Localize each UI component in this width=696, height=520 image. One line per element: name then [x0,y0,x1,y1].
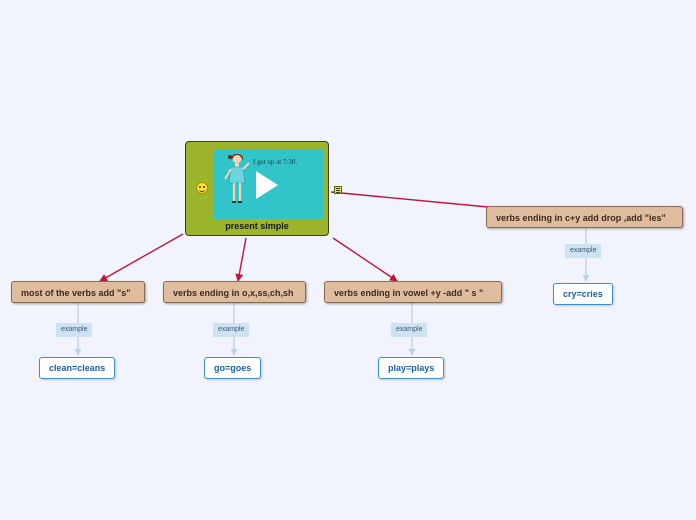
topic-verbs-add-s[interactable]: most of the verbs add "s" [11,281,145,303]
relation-label-text: example [570,247,597,254]
topic-verbs-ending-o-x-ss-ch-sh[interactable]: verbs ending in o,x,ss,ch,sh [163,281,306,303]
topic-verbs-ending-vowel-y[interactable]: verbs ending in vowel +y -add " s " [324,281,502,303]
topic-verbs-ending-c-y[interactable]: verbs ending in c+y add drop ,add "ies" [486,206,683,228]
topic-label: most of the verbs add "s" [21,288,131,298]
example-label: clean=cleans [49,363,106,373]
example-play-plays[interactable]: play=plays [378,357,445,379]
relation-label-example: example [56,323,93,337]
connector-central-to-topic-3 [332,237,398,282]
topic-label: verbs ending in vowel +y -add " s " [334,288,484,298]
smiley-icon [196,182,208,194]
topic-label: verbs ending in o,x,ss,ch,sh [173,288,294,298]
video-thumbnail[interactable]: I get up at 7:30. [213,149,323,219]
example-label: go=goes [214,363,252,373]
video-caption: I get up at 7:30. [253,158,298,166]
connector-central-to-topic-1 [99,233,184,282]
connector-central-to-topic-2 [235,237,247,282]
central-topic[interactable]: I get up at 7:30. present simple [185,141,342,236]
girl-illustration [224,153,250,203]
note-icon[interactable] [334,186,342,194]
example-cry-cries[interactable]: cry=cries [553,283,613,305]
relation-label-example: example [391,323,428,337]
relation-label-example: example [565,244,602,258]
relation-label-text: example [61,326,88,333]
relation-label-text: example [218,326,245,333]
topic-label: verbs ending in c+y add drop ,add "ies" [496,213,666,223]
example-go-goes[interactable]: go=goes [204,357,262,379]
relation-label-example: example [213,323,250,337]
example-label: cry=cries [563,289,603,299]
connector-central-to-topic-4 [330,191,489,208]
example-clean-cleans[interactable]: clean=cleans [39,357,116,379]
example-label: play=plays [388,363,435,373]
play-icon[interactable] [256,171,278,199]
relation-label-text: example [396,326,423,333]
central-topic-title: present simple [225,221,289,231]
